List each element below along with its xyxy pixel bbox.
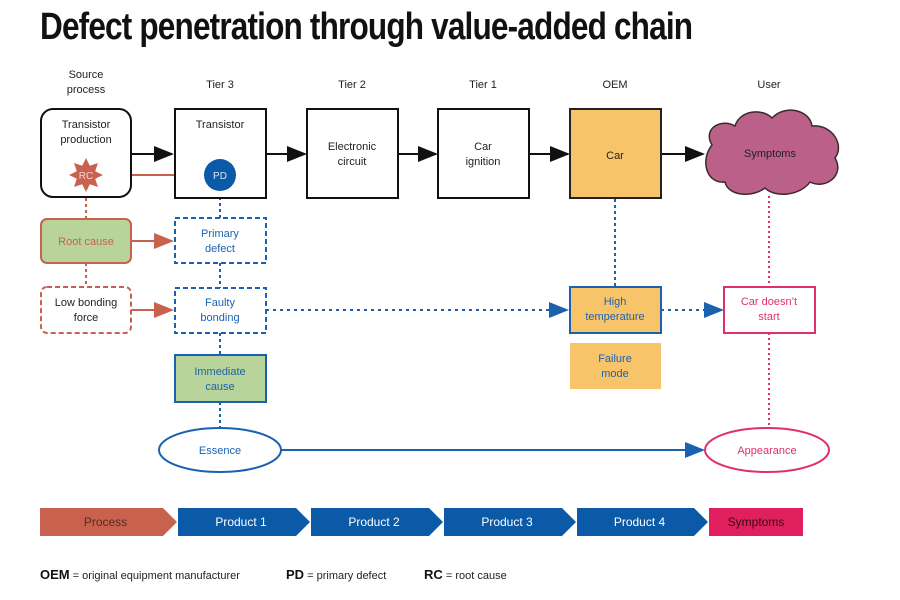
chain-segment-label: Product 2	[348, 515, 400, 529]
node-label: Transistor	[196, 119, 245, 131]
legend-text: = original equipment manufacturer	[69, 570, 240, 582]
node-essence: Essence	[158, 427, 282, 473]
node-label: Car	[606, 150, 624, 162]
chain-segment-label: Product 3	[481, 515, 533, 529]
chain-segment-process	[40, 508, 177, 536]
node-label: PD	[213, 171, 227, 182]
chain-segment-label: Product 1	[215, 515, 267, 529]
diagram-title: Defect penetration through value-added c…	[40, 6, 693, 48]
node-symptoms-cloud: Symptoms	[705, 109, 840, 195]
legend-text: = primary defect	[304, 570, 387, 582]
legend-oem: OEM = original equipment manufacturer	[40, 567, 240, 582]
legend-rc: RC = root cause	[424, 567, 507, 582]
node-label: Root cause	[58, 236, 114, 248]
chain-segment-label: Product 4	[614, 515, 666, 529]
node-appearance: Appearance	[704, 427, 830, 473]
chain-segment-product-1	[178, 508, 310, 536]
legend-pd: PD = primary defect	[286, 567, 386, 582]
chain-segment-product-4	[577, 508, 708, 536]
legend-abbr: PD	[286, 567, 305, 582]
node-label: Appearance	[737, 445, 796, 457]
column-header-oem: OEM	[602, 79, 627, 91]
chain-segment-product-2	[311, 508, 443, 536]
rc-badge: RC	[69, 158, 103, 192]
pd-badge: PD	[204, 159, 236, 191]
legend-abbr: RC	[424, 567, 443, 582]
column-header-tier2: Tier 2	[338, 79, 366, 91]
chain-segment-symptoms	[709, 508, 803, 536]
column-header-user: User	[757, 79, 781, 91]
chain-segment-label: Process	[84, 515, 127, 529]
node-root-cause: Root cause	[40, 218, 132, 264]
chain-segment-product-3	[444, 508, 576, 536]
legend-text: = root cause	[442, 570, 507, 582]
node-car: Car	[569, 108, 662, 199]
legend-abbr: OEM	[40, 567, 70, 582]
column-header-tier1: Tier 1	[469, 79, 497, 91]
node-label: Symptoms	[744, 148, 796, 160]
node-label: Essence	[199, 445, 241, 457]
column-header-tier3: Tier 3	[206, 79, 234, 91]
node-label: RC	[79, 171, 93, 182]
value-chain-bar: Process Product 1 Product 2 Product 3 Produc…	[40, 508, 803, 536]
chain-segment-label: Symptoms	[728, 515, 785, 529]
